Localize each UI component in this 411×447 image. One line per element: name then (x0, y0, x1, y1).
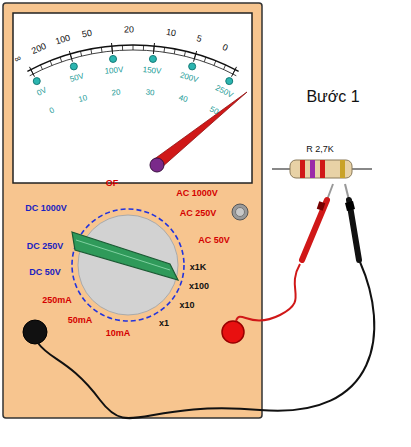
range-label: x1 (159, 319, 169, 328)
needle (153, 92, 247, 168)
volt-scale-number: 40 (177, 94, 188, 104)
range-label: 10mA (106, 329, 131, 338)
scale-tick (101, 47, 103, 52)
range-label: AC 250V (180, 209, 217, 218)
black-wire (38, 262, 374, 418)
pointer-highlight (76, 240, 170, 270)
ohm-scale-number: ∞ (13, 54, 23, 65)
step-title: Bước 1 (306, 89, 359, 105)
color-band (340, 160, 345, 178)
range-label: DC 50V (29, 268, 61, 277)
zero-knob (232, 204, 248, 220)
zero-knob-center (236, 208, 245, 217)
ohm-scale-number: 100 (54, 34, 71, 47)
scale-dot (226, 78, 233, 85)
volt-scale-number: 50 (208, 106, 220, 117)
volt-scale-number: 20 (111, 88, 121, 97)
scale-tick (194, 51, 197, 62)
needle-pivot (150, 158, 164, 172)
scale-tick (174, 49, 176, 54)
ohm-scale-number: 10 (165, 28, 176, 38)
range-label: 250mA (42, 296, 72, 305)
volt-scale-number: 10 (78, 94, 89, 104)
ohm-scale-number: 0 (221, 43, 229, 53)
com-terminal (23, 320, 47, 344)
scale-dot (189, 63, 196, 70)
scale-tick (40, 65, 42, 70)
red-probe (302, 200, 327, 260)
scale-tick (112, 43, 113, 54)
meter-body (3, 3, 262, 418)
volt-scale-number: 0V (36, 86, 48, 98)
scale-tick (232, 67, 237, 77)
resistor-symbol (290, 160, 352, 178)
range-label: DC 1000V (25, 204, 67, 213)
scale-dot (149, 55, 156, 62)
range-label: OF (106, 179, 119, 188)
ohm-scale-number: 20 (124, 25, 134, 34)
volt-scale-number: 250V (214, 84, 234, 100)
scale-tick (204, 57, 206, 62)
scale-tick (50, 61, 52, 66)
range-label: DC 250V (27, 242, 64, 251)
scale-tick (122, 45, 123, 50)
black-probe-collar (346, 205, 354, 207)
scale-tick (69, 51, 72, 62)
color-band (320, 160, 325, 178)
color-band (300, 160, 305, 178)
volt-scale-number: 50V (69, 72, 85, 84)
range-label: x1K (190, 263, 207, 272)
ohm-scale-number: 200 (31, 42, 48, 56)
range-label: 50mA (68, 316, 93, 325)
scale-arc (27, 45, 238, 71)
resistor-lead (272, 168, 290, 170)
volt-scale-number: 150V (142, 66, 161, 76)
scale-tick (163, 47, 165, 52)
color-band (310, 160, 315, 178)
scale (27, 43, 238, 85)
range-label: x10 (179, 301, 194, 310)
volt-scale-number: 30 (145, 88, 155, 97)
display-window (13, 13, 252, 183)
scale-dot (110, 55, 117, 62)
scale-tick (133, 45, 134, 50)
red-wire (236, 264, 300, 321)
volt-scale-number: 100V (104, 66, 123, 76)
scale-tick (60, 57, 62, 62)
selector-pointer (72, 232, 178, 280)
ohm-scale-number: 50 (81, 29, 93, 40)
scale-dot (70, 63, 77, 70)
volt-scale-number: 200V (179, 71, 199, 84)
scale-tick (29, 67, 34, 77)
scale-arc (30, 50, 237, 76)
scale-tick (214, 61, 216, 66)
scale-tick (80, 51, 81, 56)
range-label: x100 (189, 282, 209, 291)
positive-terminal (222, 321, 244, 343)
volt-scale-number: 0 (48, 107, 56, 116)
scale-tick (143, 45, 144, 50)
scale-tick (184, 51, 185, 56)
scale-tick (224, 65, 226, 70)
scale-tick (153, 43, 154, 54)
resistor-label: R 2,7K (306, 145, 334, 154)
range-label: AC 1000V (176, 189, 218, 198)
scale-dot (33, 78, 40, 85)
red-probe-collar (318, 205, 324, 207)
scale-tick (90, 49, 92, 54)
range-label: AC 50V (198, 236, 230, 245)
ohm-scale-number: 5 (195, 34, 202, 44)
resistor-lead (352, 168, 372, 170)
dial-ring (72, 209, 184, 321)
